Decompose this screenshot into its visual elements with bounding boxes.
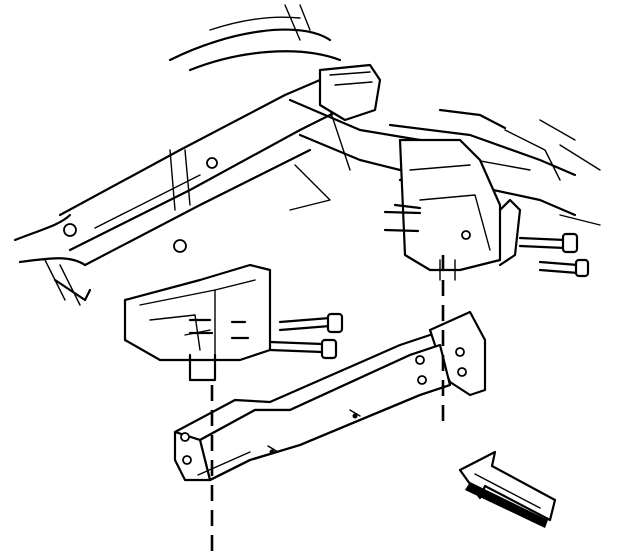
bolts-left <box>188 312 344 360</box>
arrow-icon <box>458 450 557 528</box>
frame-assembly <box>13 4 601 382</box>
alignment-lines <box>210 255 445 552</box>
bolts-right <box>383 203 590 278</box>
